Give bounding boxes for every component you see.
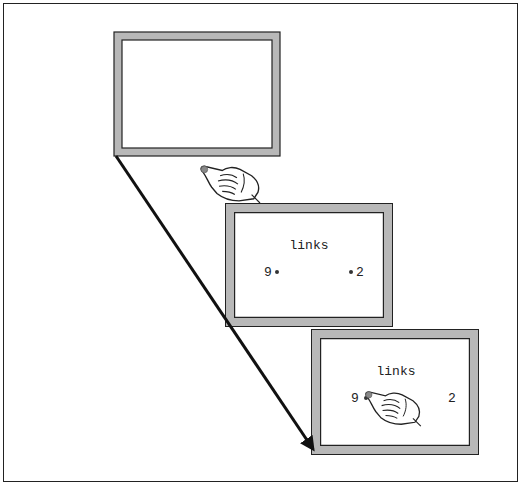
target-dot [364,396,368,400]
blank-screen [114,32,280,156]
digit-text: 9 [351,392,359,405]
screen-box: links 9 2 [226,204,392,326]
hand-icon [201,166,260,203]
target-dot [275,270,279,274]
digit-text: 9 [264,266,272,279]
instruction-text: links [289,239,328,252]
digit-text: 2 [448,392,456,405]
frame [4,4,518,482]
digit-text: 2 [356,266,364,279]
screen-box: links 9 2 [312,330,478,454]
instruction-text: links [376,365,415,378]
target-dot [349,270,353,274]
